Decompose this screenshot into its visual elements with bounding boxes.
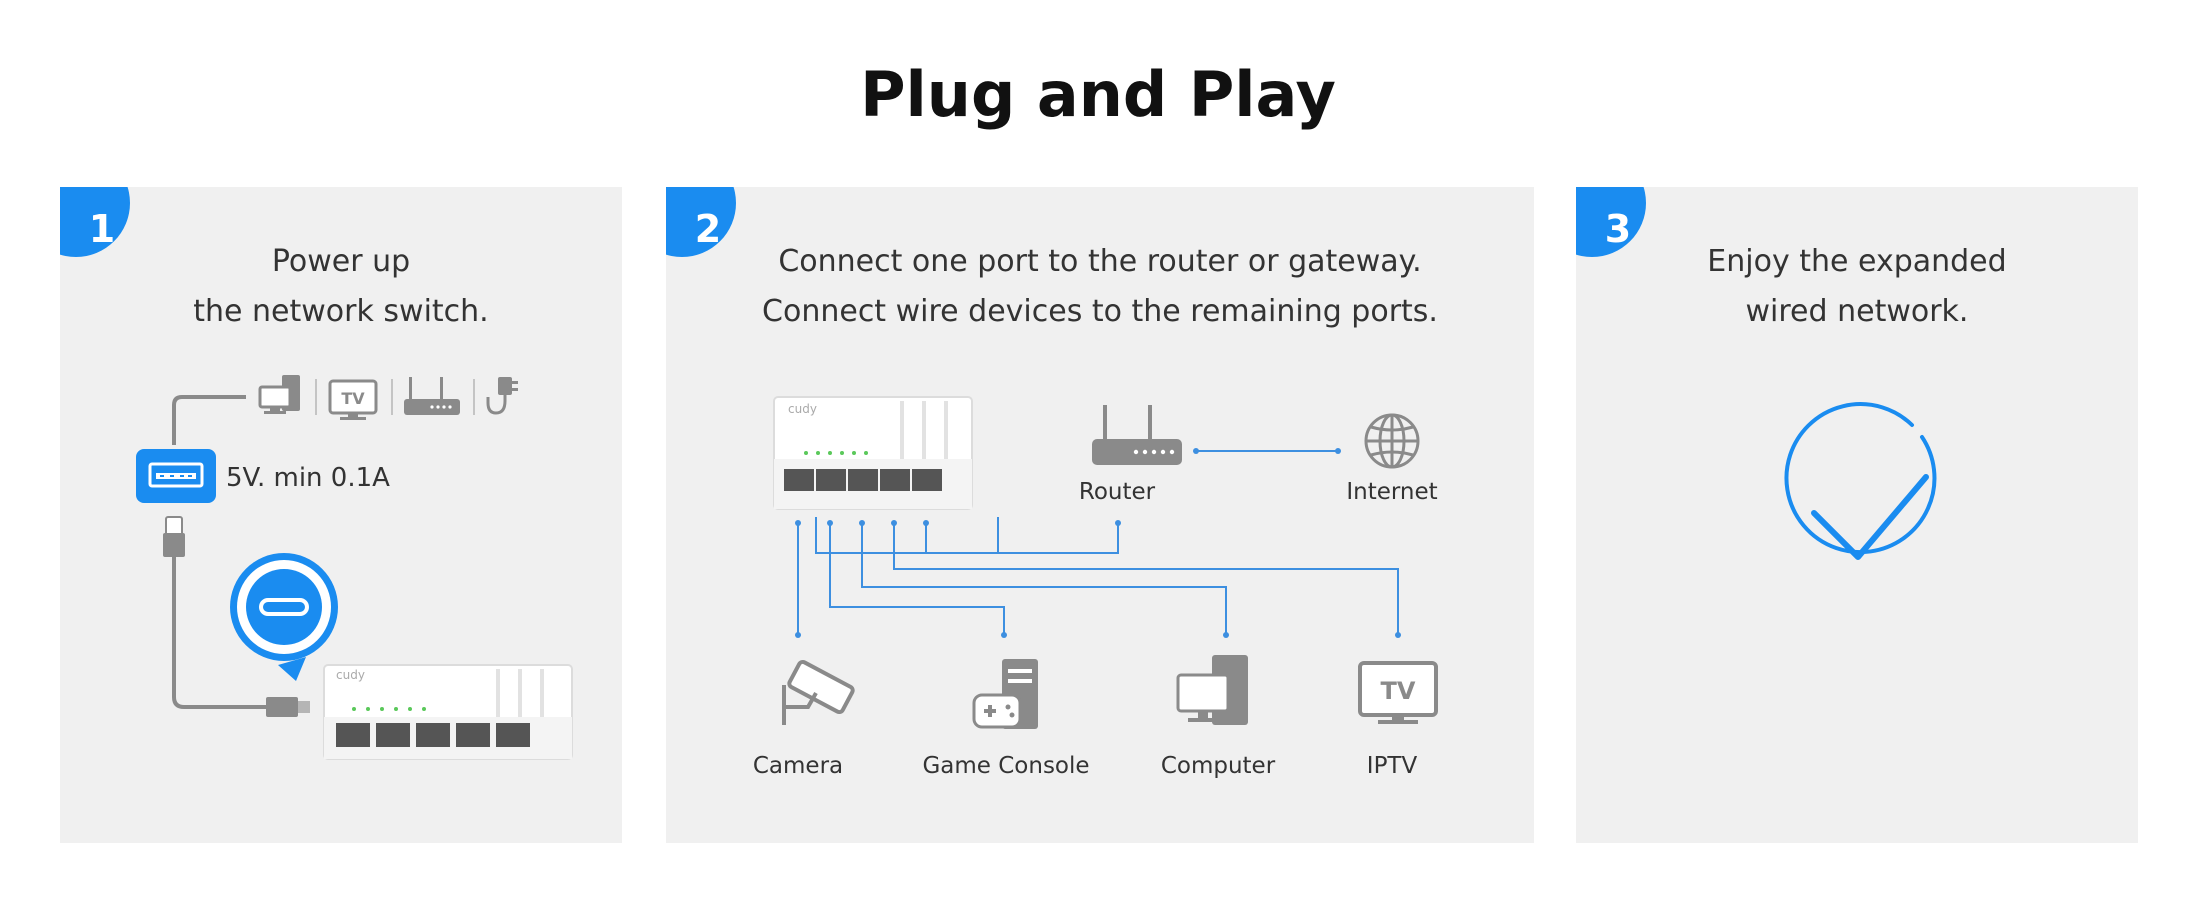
step-3-description: Enjoy the expanded wired network. — [1576, 237, 2138, 337]
result-graphic — [1784, 402, 1937, 560]
usb-c-plug-icon — [266, 697, 310, 717]
internet-label: Internet — [1346, 479, 1438, 505]
cable-endpoints — [795, 520, 1401, 638]
step-1-badge: 1 — [60, 187, 130, 257]
switch-brand-text: cudy — [336, 668, 365, 682]
iptv-icon: TV — [1358, 661, 1438, 724]
iptv-label: IPTV — [1366, 753, 1418, 779]
usb-upper-cable — [172, 395, 246, 445]
tv-icon: TV — [328, 379, 378, 420]
step-2-badge: 2 — [666, 187, 736, 257]
iptv-icon-text: TV — [1381, 677, 1416, 705]
checkmark-circle-icon — [1784, 402, 1937, 560]
game-console-label: Game Console — [922, 753, 1090, 779]
step-2-line-2: Connect wire devices to the remaining po… — [762, 294, 1438, 329]
step-2-panel: 2 Connect one port to the router or gate… — [666, 187, 1534, 843]
page-title: Plug and Play — [860, 58, 1336, 131]
router-cable — [925, 523, 1119, 554]
camera-icon — [782, 659, 855, 725]
step-1-line-1: Power up — [271, 244, 411, 279]
router-label: Router — [1078, 479, 1156, 505]
router-icon — [1092, 405, 1182, 465]
step-1-panel: 1 Power up the network switch. TV — [60, 187, 622, 843]
camera-label: Camera — [752, 753, 844, 779]
globe-icon — [1364, 413, 1420, 469]
power-adapter-icon — [486, 377, 518, 415]
power-diagram: TV — [136, 375, 573, 760]
usb-plug-icon — [163, 516, 185, 557]
router-internet-link — [1193, 448, 1341, 454]
network-switch-icon: cudy — [323, 664, 573, 760]
step-1-line-2: the network switch. — [193, 294, 489, 329]
computer-icon — [1176, 655, 1248, 725]
switch-brand-text: cudy — [788, 402, 817, 416]
step-2-line-1: Connect one port to the router or gatewa… — [778, 244, 1422, 279]
network-switch-icon: cudy — [773, 396, 973, 510]
step-1-description: Power up the network switch. — [60, 237, 622, 337]
usb-lower-cable — [172, 557, 266, 709]
step-3-number: 3 — [1604, 207, 1632, 251]
step-2-number: 2 — [694, 207, 722, 251]
usb-port-icon — [136, 449, 216, 503]
step-3-line-1: Enjoy the expanded — [1707, 244, 2007, 279]
step-1-number: 1 — [88, 207, 116, 251]
step-2-description: Connect one port to the router or gatewa… — [666, 237, 1534, 337]
tv-icon-text: TV — [341, 389, 365, 408]
game-console-icon — [972, 659, 1038, 729]
computer-label: Computer — [1160, 753, 1276, 779]
step-3-badge: 3 — [1576, 187, 1646, 257]
computer-icon — [258, 375, 300, 414]
power-spec-label: 5V. min 0.1A — [226, 463, 390, 493]
connection-diagram: cudy — [773, 396, 1438, 729]
step-3-line-2: wired network. — [1745, 294, 1969, 329]
usb-c-callout-icon — [230, 553, 338, 681]
port-cables — [797, 517, 1399, 635]
router-icon — [404, 377, 460, 415]
step-3-panel: 3 Enjoy the expanded wired network. — [1576, 187, 2138, 843]
